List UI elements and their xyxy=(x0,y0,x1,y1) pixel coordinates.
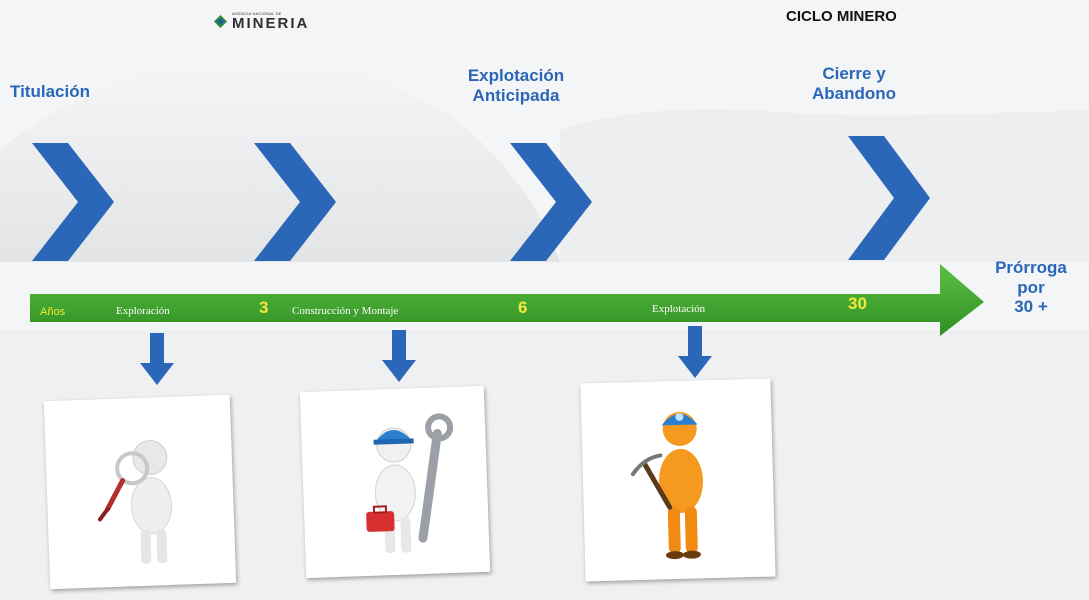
year-30-label: 30 xyxy=(848,294,867,313)
magnifier-figure-icon xyxy=(97,440,172,564)
chevron-icon xyxy=(510,143,592,261)
cycle-title: CICLO MINERO xyxy=(786,8,897,25)
stage-explotacion-label: Explotación xyxy=(652,303,706,315)
timeline-arrow xyxy=(30,264,984,336)
down-arrow-icon xyxy=(140,333,174,385)
agency-logo: AGENCIA NACIONAL DE MINERIA xyxy=(214,12,309,31)
exploration-card xyxy=(43,394,237,590)
logo-diamond-icon xyxy=(214,15,227,28)
down-arrow-icon xyxy=(382,330,416,382)
construction-card xyxy=(299,385,491,579)
phase-title-cierre: Cierre y Abandono xyxy=(811,64,897,103)
builder-wrench-icon xyxy=(366,413,454,554)
chevron-icon xyxy=(32,143,114,261)
chevron-icon xyxy=(848,136,930,260)
phase-title-titulacion: Titulación xyxy=(10,82,90,101)
year-6-label: 6 xyxy=(518,298,528,317)
extension-label: Prórroga por 30 + xyxy=(995,258,1067,317)
years-label: Años xyxy=(40,306,66,318)
logo-mineria-text: MINERIA xyxy=(232,15,310,32)
miner-pickaxe-icon xyxy=(630,411,704,560)
year-3-label: 3 xyxy=(259,298,269,317)
exploitation-card xyxy=(580,378,776,582)
chevron-icon xyxy=(254,143,336,261)
phase-title-explotacion-anticipada: Explotación Anticipada xyxy=(467,66,565,105)
logo-agency-text: AGENCIA NACIONAL DE xyxy=(232,11,282,16)
stage-exploracion-label: Exploración xyxy=(116,305,170,317)
stage-construccion-label: Construcción y Montaje xyxy=(292,305,399,317)
down-arrow-icon xyxy=(678,326,712,378)
